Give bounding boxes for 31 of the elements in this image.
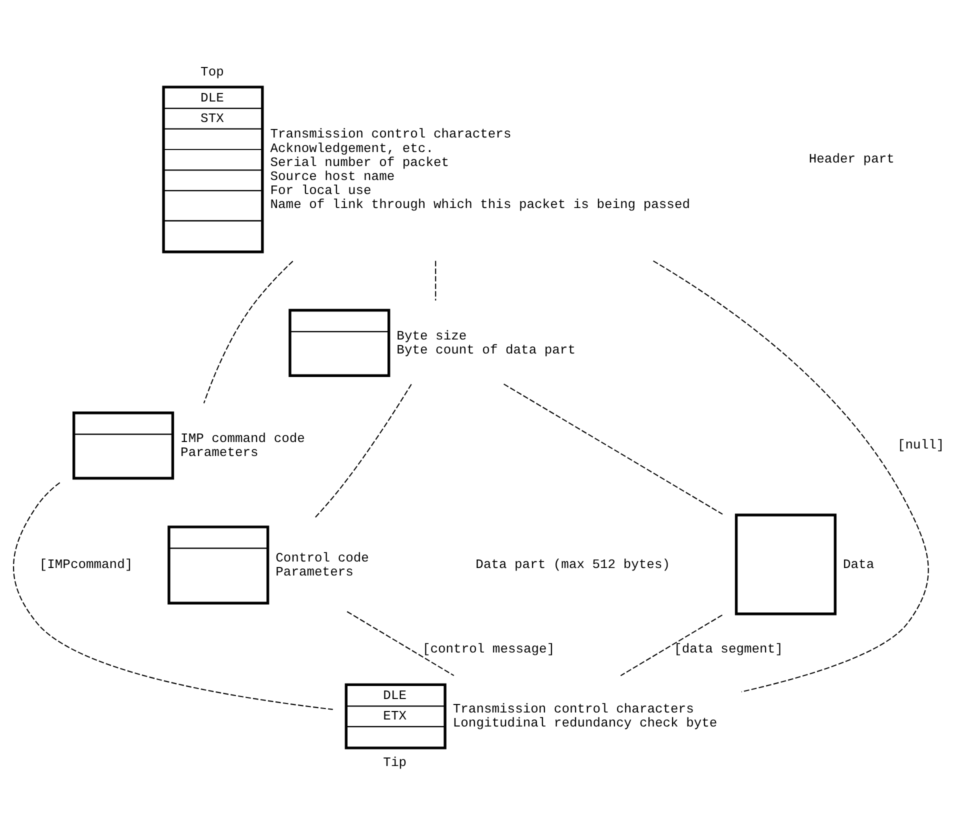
node-label: Source host name [270,168,394,184]
node-label: Name of link through which this packet is being passed [270,196,690,212]
edge-label: [IMPcommand] [38,556,132,572]
node-label: For local use [270,182,371,198]
edge-label: [data segment] [674,642,782,657]
connector [346,611,454,676]
node-label: Acknowledgement, etc. [270,140,434,156]
connector [314,384,412,518]
label: Data part (max 512 bytes) [475,556,670,572]
node-label: IMP command code [180,430,304,446]
node-label: Tip [382,755,406,770]
connector [620,614,722,676]
node-label: Longitudinal redundancy check byte [452,716,717,731]
label: Header part [808,152,894,167]
node-label: Parameters [275,564,353,580]
connector [202,260,293,404]
connector [12,482,332,710]
node-label: Parameters [180,444,258,460]
node-label: Serial number of packet [270,154,449,170]
node-label: Byte count of data part [396,342,575,358]
node-label: Transmission control characters [452,702,694,717]
connector [652,260,928,692]
node-label: Top [200,64,224,80]
node-label: Byte size [396,328,466,344]
node-label: Data [842,556,874,572]
node-label: Control code [275,550,368,566]
connector [434,260,436,301]
edge-label: [control message] [422,642,554,657]
connector [503,384,722,515]
edge-label: [null] [897,437,944,452]
node-label: Transmission control characters [270,126,511,142]
